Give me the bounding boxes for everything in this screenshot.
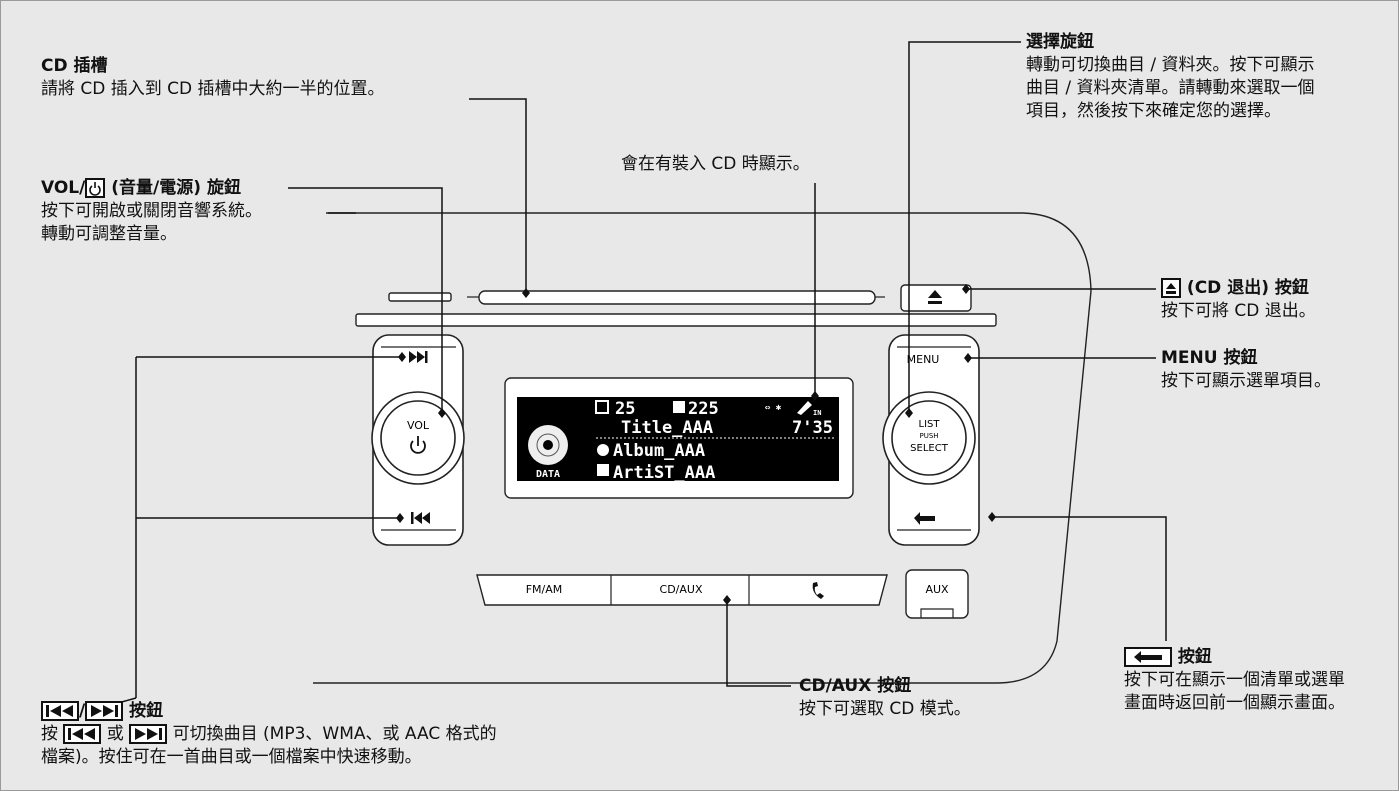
- vol-power-desc-2: 轉動可調整音量。: [41, 224, 177, 244]
- artist-text: ArtiST_AAA: [613, 463, 715, 483]
- next-track-icon: [85, 701, 124, 721]
- skip-desc-1: 按 或 可切換曲目 (MP3、WMA、或 AAC 格式的: [41, 724, 497, 744]
- cd-slot-left-groove: [388, 292, 452, 302]
- vol-power-desc-1: 按下可開啟或關閉音響系統。: [41, 201, 262, 221]
- vol-label: VOL: [407, 419, 430, 432]
- list-label: LIST: [919, 419, 941, 430]
- aux-label: AUX: [925, 583, 949, 596]
- eject-callout: (CD 退出) 按鈕 按下可將 CD 退出。: [1161, 277, 1316, 323]
- track-icon: [673, 401, 685, 413]
- folder-number: 25: [615, 399, 635, 419]
- back-desc-1: 按下可在顯示一個清單或選單: [1124, 670, 1345, 690]
- fm-am-button[interactable]: FM/AM: [526, 583, 563, 596]
- push-label: PUSH: [919, 432, 938, 440]
- eject-desc: 按下可將 CD 退出。: [1161, 301, 1316, 321]
- back-title: 按鈕: [1124, 647, 1212, 667]
- select-knob-desc-1: 轉動可切換曲目 / 資料夾。按下可顯示: [1026, 55, 1315, 75]
- lcd-content: DATA 25 225 ⇔ ✱ IN Title_AAA 7'35 Album_…: [528, 399, 835, 483]
- time-text: 7'35: [792, 418, 833, 438]
- cd-slot-callout: CD 插槽 請將 CD 插入到 CD 插槽中大約一半的位置。: [41, 55, 385, 101]
- dashboard-outline: [313, 212, 1092, 684]
- track-number: 225: [688, 399, 719, 419]
- back-arrow-icon: [1124, 647, 1172, 667]
- album-text: Album_AAA: [613, 441, 705, 461]
- select-label: SELECT: [910, 443, 949, 454]
- svg-text:IN: IN: [813, 409, 821, 417]
- cd-indicator-desc: 會在有裝入 CD 時顯示。: [621, 154, 810, 174]
- next-track-icon[interactable]: [409, 351, 425, 363]
- eject-icon: [928, 290, 942, 304]
- cd-slot-desc: 請將 CD 插入到 CD 插槽中大約一半的位置。: [41, 79, 385, 99]
- folder-icon: [595, 400, 609, 414]
- power-icon: [85, 178, 106, 198]
- back-callout: 按鈕 按下可在顯示一個清單或選單 畫面時返回前一個顯示畫面。: [1124, 646, 1345, 715]
- cd-indicator-callout: 會在有裝入 CD 時顯示。: [621, 153, 810, 176]
- menu-desc: 按下可顯示選單項目。: [1161, 371, 1331, 391]
- title-text: Title_AAA: [621, 418, 713, 438]
- cd-aux-callout: CD/AUX 按鈕 按下可選取 CD 模式。: [799, 675, 971, 721]
- cd-in-indicator: [797, 401, 812, 415]
- cd-aux-button[interactable]: CD/AUX: [660, 583, 703, 596]
- disc-data-label: DATA: [536, 469, 560, 480]
- next-track-icon: [129, 724, 168, 744]
- usb-bt-status-icons: ⇔ ✱: [765, 403, 782, 413]
- eject-icon: [1161, 278, 1181, 298]
- cd-slot-title: CD 插槽: [41, 56, 108, 76]
- prev-track-icon: [41, 701, 79, 721]
- select-knob-desc-3: 項目，然後按下來確定您的選擇。: [1026, 101, 1281, 121]
- source-button-bar: [476, 574, 888, 606]
- select-knob-desc-2: 曲目 / 資料夾清單。請轉動來選取一個: [1026, 78, 1315, 98]
- select-knob-title: 選擇旋鈕: [1026, 32, 1094, 52]
- select-knob[interactable]: [891, 400, 967, 476]
- phone-icon[interactable]: [812, 582, 824, 599]
- prev-track-icon[interactable]: [414, 512, 430, 524]
- aux-jack[interactable]: [905, 569, 969, 619]
- skip-desc-2: 檔案)。按住可在一首曲目或一個檔案中快速移動。: [41, 747, 422, 767]
- menu-title: MENU 按鈕: [1161, 348, 1258, 368]
- menu-button[interactable]: MENU: [907, 353, 940, 366]
- back-arrow-icon[interactable]: [914, 512, 935, 525]
- cd-aux-title: CD/AUX 按鈕: [799, 676, 912, 696]
- eject-title: (CD 退出) 按鈕: [1161, 278, 1309, 298]
- prev-track-icon: [63, 724, 102, 744]
- back-desc-2: 畫面時返回前一個顯示畫面。: [1124, 693, 1345, 713]
- album-icon: [597, 444, 609, 456]
- skip-callout: / 按鈕 按 或 可切換曲目 (MP3、WMA、或 AAC 格式的 檔案)。按住…: [41, 700, 497, 769]
- artist-icon: [597, 464, 609, 476]
- vol-power-title: VOL/ (音量/電源) 旋鈕: [41, 178, 241, 198]
- power-icon: [410, 436, 426, 454]
- skip-title: / 按鈕: [41, 701, 163, 721]
- vol-power-callout: VOL/ (音量/電源) 旋鈕 按下可開啟或關閉音響系統。 轉動可調整音量。: [41, 177, 262, 246]
- select-knob-callout: 選擇旋鈕 轉動可切換曲目 / 資料夾。按下可顯示 曲目 / 資料夾清單。請轉動來…: [1026, 31, 1315, 123]
- panel-bar: [355, 313, 997, 327]
- menu-callout: MENU 按鈕 按下可顯示選單項目。: [1161, 347, 1331, 393]
- cd-aux-desc: 按下可選取 CD 模式。: [799, 699, 971, 719]
